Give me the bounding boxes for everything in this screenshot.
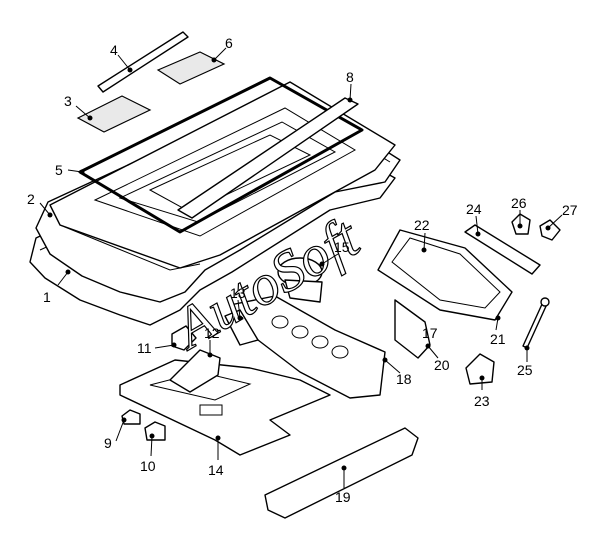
- callout-25: 25: [517, 362, 533, 378]
- strut-end: [540, 297, 550, 307]
- callout-labels: 1 2 3 4 5 6 8 9 10 11 12 13 14 15 17 18 …: [27, 35, 578, 505]
- bracket-13: [224, 309, 259, 346]
- callout-27: 27: [562, 202, 578, 218]
- callout-20: 20: [434, 357, 450, 373]
- glass-panel-3: [76, 95, 152, 133]
- callout-26: 26: [511, 195, 527, 211]
- callout-5: 5: [55, 162, 63, 178]
- callout-10: 10: [140, 458, 156, 474]
- callout-18: 18: [396, 371, 412, 387]
- sunroof-seal: [78, 76, 364, 234]
- callout-22: 22: [414, 217, 430, 233]
- callout-13: 13: [230, 285, 246, 301]
- sill-panel: [264, 427, 419, 519]
- callout-14: 14: [208, 462, 224, 478]
- clip-27: [539, 219, 561, 241]
- callout-8: 8: [346, 69, 354, 85]
- callout-21: 21: [490, 331, 506, 347]
- block-10: [144, 421, 166, 441]
- glass-panel-6: [156, 51, 226, 85]
- callout-3: 3: [64, 93, 72, 109]
- callout-17: 17: [422, 325, 438, 341]
- callout-11: 11: [137, 340, 152, 356]
- callout-6: 6: [225, 35, 233, 51]
- callout-9: 9: [104, 435, 112, 451]
- parcel-shelf: [377, 229, 513, 321]
- bracket-23: [465, 353, 495, 385]
- bracket-20: [394, 299, 431, 359]
- gas-strut: [522, 301, 548, 349]
- trim-strip-4: [97, 31, 189, 93]
- callout-4: 4: [110, 42, 118, 58]
- roof-rail: [177, 97, 359, 219]
- callout-2: 2: [27, 191, 35, 207]
- callout-1: 1: [43, 289, 51, 305]
- tunnel-cover: [169, 349, 221, 393]
- callout-19: 19: [335, 489, 351, 505]
- callout-12: 12: [204, 325, 220, 341]
- column-housing: [277, 257, 323, 303]
- callout-24: 24: [466, 201, 482, 217]
- callout-23: 23: [474, 393, 490, 409]
- support-bar: [464, 224, 541, 275]
- leader-lines: [39, 47, 563, 488]
- callout-15: 15: [334, 239, 350, 255]
- block-9: [121, 409, 141, 425]
